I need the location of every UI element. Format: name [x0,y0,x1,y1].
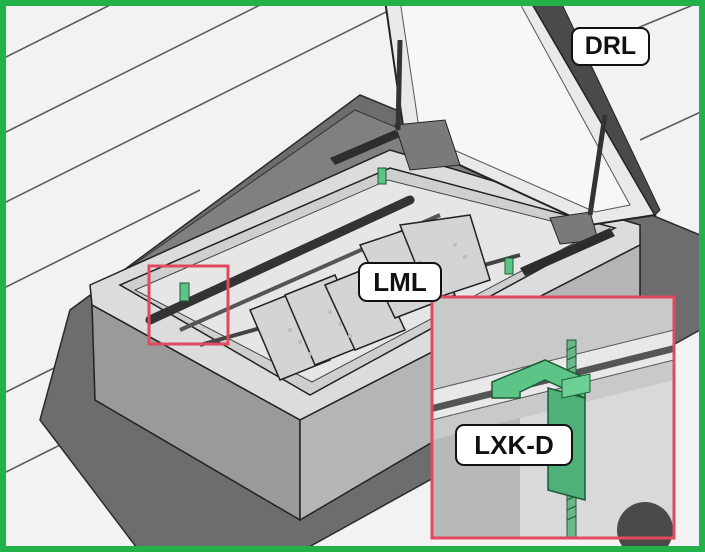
lxk-d-clamp-bracket [179,167,514,302]
vent-grille-right [520,228,615,276]
gas-strut-right [587,114,608,216]
lml-label: LML [358,262,442,302]
drl-label: DRL [571,27,650,66]
lxk-d-label: LXK-D [455,424,573,466]
hatch-lid-panel [400,6,631,213]
bracket-highlight-box [147,264,230,346]
gas-strut-left [395,39,403,131]
vent-grille-left [330,130,400,165]
inset-highlight-border [430,295,676,540]
hatch-lid-edge [532,6,661,216]
lid-corner-bracket [394,119,461,171]
rail-bar [145,195,415,325]
